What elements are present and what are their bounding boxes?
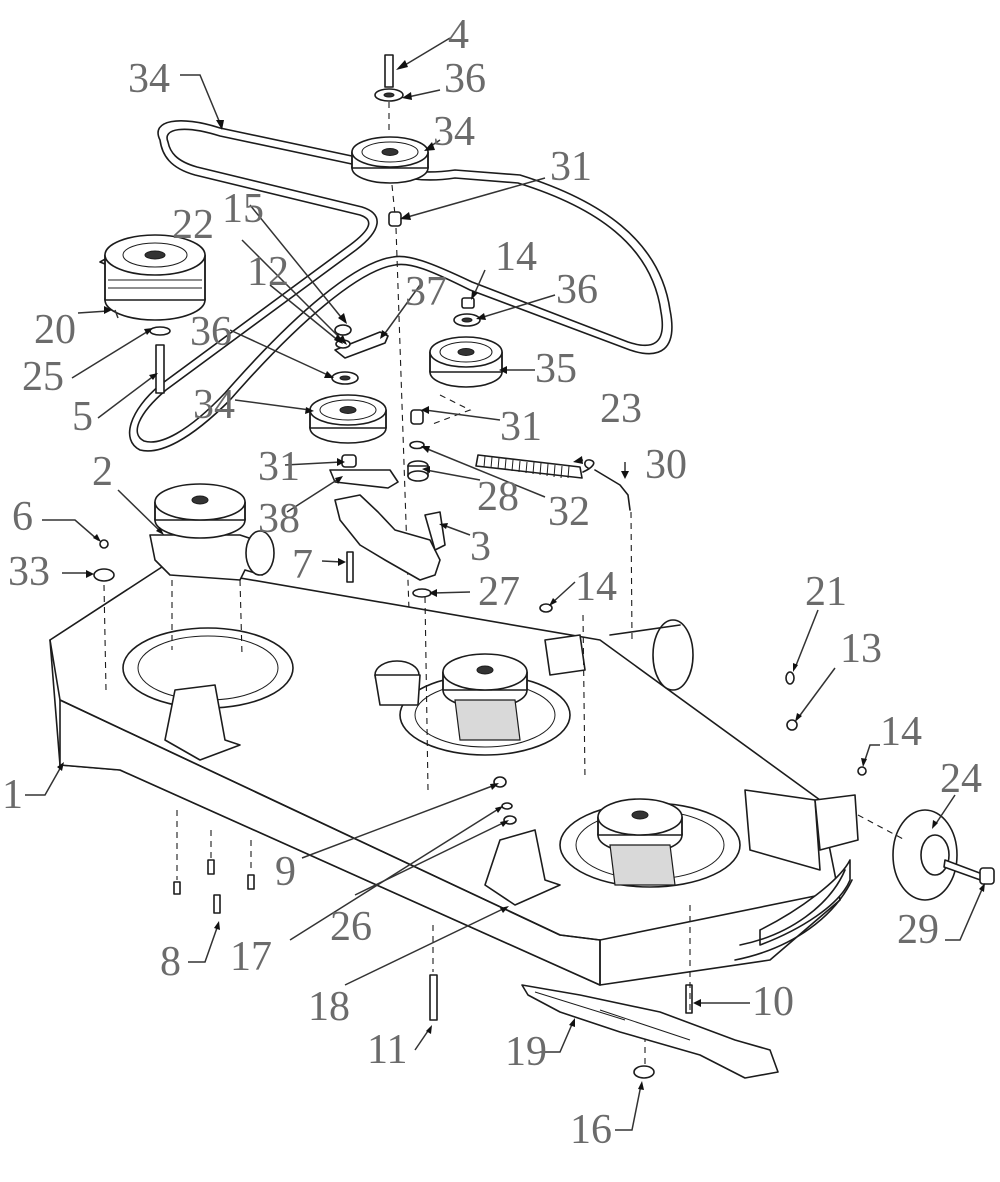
- callout-23: 22: [172, 202, 214, 248]
- idler-bracket-assembly: [374, 660, 421, 706]
- callout-7: 7: [292, 542, 313, 588]
- right-spindle: [597, 798, 683, 886]
- callout-31-low: 31: [258, 444, 300, 490]
- callout-17: 17: [230, 934, 272, 980]
- pto-clutch: [99, 234, 206, 394]
- center-spindle: [442, 653, 528, 741]
- callout-12: 12: [247, 249, 289, 295]
- callout-34-right: 35: [535, 346, 577, 392]
- rear-wheel: [857, 809, 995, 901]
- callout-33: 34: [128, 56, 170, 102]
- callout-35: 33: [8, 549, 50, 595]
- callout-26: 27: [478, 569, 520, 615]
- mower-blade: [521, 984, 779, 1079]
- tension-spring: [475, 454, 633, 641]
- callout-37: 37: [405, 269, 447, 315]
- callout-1: 1: [2, 772, 23, 818]
- callout-13: 13: [840, 626, 882, 672]
- callout-4: 4: [448, 12, 469, 58]
- leader-lines: [25, 37, 985, 1131]
- callout-10: 10: [752, 979, 794, 1025]
- callout-3: 3: [470, 524, 491, 570]
- callout-14-mid: 14: [575, 564, 617, 610]
- callout-31-mid: 31: [500, 404, 542, 450]
- callout-11: 11: [367, 1027, 407, 1073]
- mower-deck: [49, 564, 859, 986]
- callout-31-top: 31: [550, 144, 592, 190]
- callout-6: 6: [12, 494, 33, 540]
- callout-19: 21: [805, 569, 847, 615]
- left-spindle: [149, 483, 275, 656]
- callout-34-top: 34: [433, 109, 475, 155]
- callout-38: 38: [258, 496, 300, 542]
- callout-28: 29: [897, 907, 939, 953]
- callout-21: 23: [600, 386, 642, 432]
- callout-32: 32: [548, 489, 590, 535]
- callout-24: 26: [330, 904, 372, 950]
- callout-labels: 4 34 36 34 31 15 22 12 14 37 37 36 20 36…: [2, 12, 982, 1153]
- callout-8: 8: [160, 939, 181, 985]
- callout-2: 2: [92, 449, 113, 495]
- right-idler-stack: [407, 297, 503, 482]
- callout-30: 30: [645, 442, 687, 488]
- callout-22: 24: [940, 756, 982, 802]
- callout-36-top: 36: [444, 56, 486, 102]
- callout-14-right: 14: [880, 709, 922, 755]
- callout-25: 25: [22, 354, 64, 400]
- callout-18: 20: [34, 307, 76, 353]
- callout-36-mid-right: 36: [556, 267, 598, 313]
- callout-5: 5: [72, 394, 93, 440]
- callout-36-left: 36: [190, 309, 232, 355]
- callout-20: 18: [308, 984, 350, 1030]
- callout-34-left: 34: [193, 382, 235, 428]
- callout-16: 16: [570, 1107, 612, 1153]
- left-idler-stack: [309, 324, 446, 598]
- callout-27: 28: [477, 474, 519, 520]
- callout-15: 15: [222, 186, 264, 232]
- callout-9: 9: [275, 849, 296, 895]
- callout-29: 19: [505, 1029, 547, 1075]
- fasteners: [93, 539, 867, 1079]
- callout-14-top: 14: [495, 234, 537, 280]
